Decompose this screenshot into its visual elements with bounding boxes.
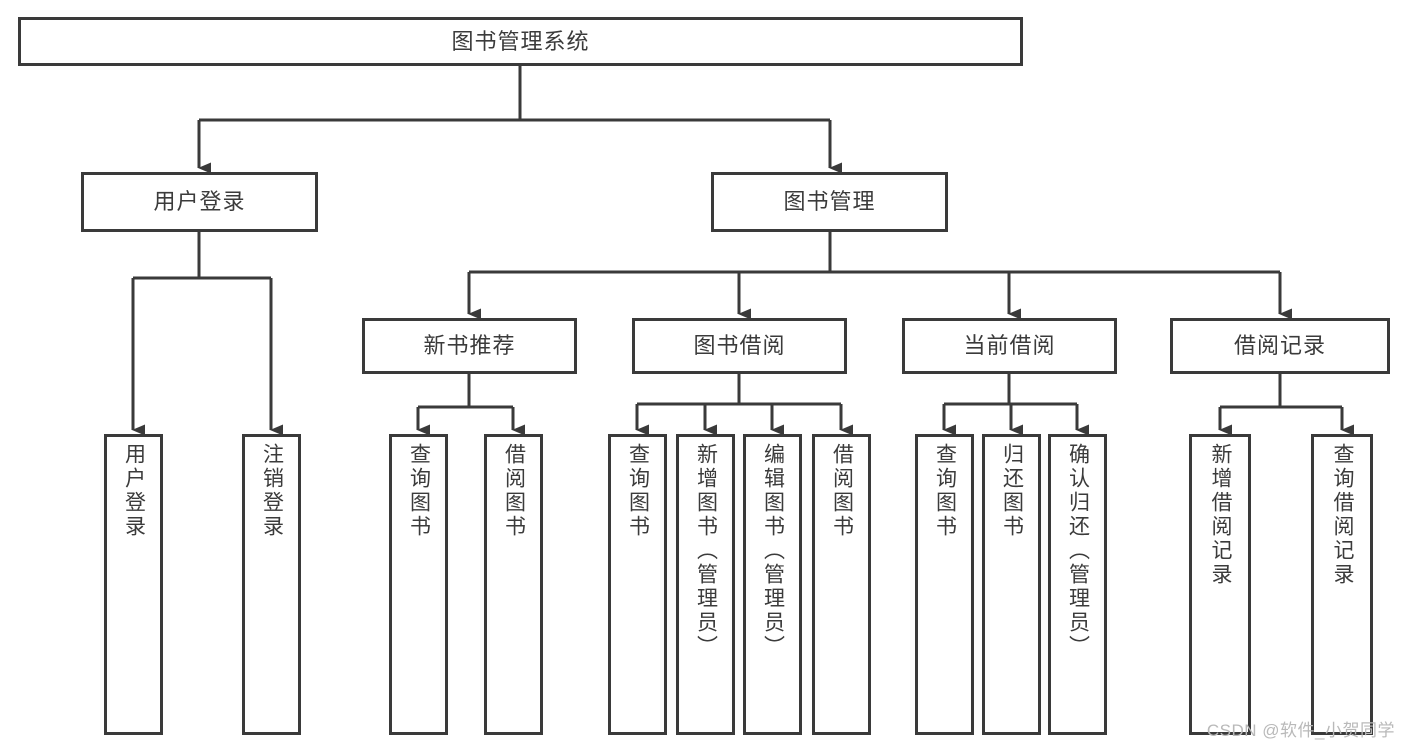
node-root-system[interactable]: 图书管理系统 — [18, 17, 1023, 66]
node-label: 注销登录 — [260, 443, 284, 539]
node-leaf-user-login[interactable]: 用户登录 — [104, 434, 163, 735]
node-book-manage[interactable]: 图书管理 — [711, 172, 948, 232]
node-label: 借阅图书 — [502, 443, 526, 539]
node-leaf-return-book[interactable]: 归还图书 — [982, 434, 1041, 735]
node-label: 用户登录 — [122, 443, 146, 539]
node-leaf-query-record[interactable]: 查询借阅记录 — [1311, 434, 1373, 735]
node-label: 归还图书 — [1000, 443, 1024, 539]
node-label: 编辑图书（管理员） — [761, 443, 785, 659]
node-label: 查询图书 — [407, 443, 431, 539]
node-label: 图书管理系统 — [451, 28, 590, 54]
node-label: 图书借阅 — [693, 333, 786, 359]
node-borrow-record[interactable]: 借阅记录 — [1170, 318, 1390, 374]
node-leaf-edit-book[interactable]: 编辑图书（管理员） — [743, 434, 802, 735]
node-leaf-query-book-1[interactable]: 查询图书 — [389, 434, 448, 735]
node-leaf-logout[interactable]: 注销登录 — [242, 434, 301, 735]
node-leaf-query-book-2[interactable]: 查询图书 — [608, 434, 667, 735]
node-current-borrow[interactable]: 当前借阅 — [902, 318, 1117, 374]
node-leaf-borrow-book-2[interactable]: 借阅图书 — [812, 434, 871, 735]
node-leaf-confirm-return[interactable]: 确认归还（管理员） — [1048, 434, 1107, 735]
node-leaf-query-book-3[interactable]: 查询图书 — [915, 434, 974, 735]
node-label: 新增图书（管理员） — [694, 443, 718, 659]
node-label: 用户登录 — [153, 189, 246, 215]
node-book-borrow[interactable]: 图书借阅 — [632, 318, 847, 374]
node-label: 确认归还（管理员） — [1066, 443, 1090, 659]
node-user-login[interactable]: 用户登录 — [81, 172, 318, 232]
node-label: 查询借阅记录 — [1331, 443, 1355, 587]
node-label: 当前借阅 — [963, 333, 1056, 359]
node-leaf-add-book[interactable]: 新增图书（管理员） — [676, 434, 735, 735]
node-label: 查询图书 — [626, 443, 650, 539]
node-label: 新增借阅记录 — [1209, 443, 1233, 587]
node-label: 图书管理 — [783, 189, 876, 215]
node-new-book-recommend[interactable]: 新书推荐 — [362, 318, 577, 374]
node-label: 借阅记录 — [1233, 333, 1326, 359]
node-leaf-borrow-book-1[interactable]: 借阅图书 — [484, 434, 543, 735]
node-leaf-add-record[interactable]: 新增借阅记录 — [1189, 434, 1251, 735]
node-label: 查询图书 — [933, 443, 957, 539]
node-label: 借阅图书 — [830, 443, 854, 539]
node-label: 新书推荐 — [423, 333, 516, 359]
